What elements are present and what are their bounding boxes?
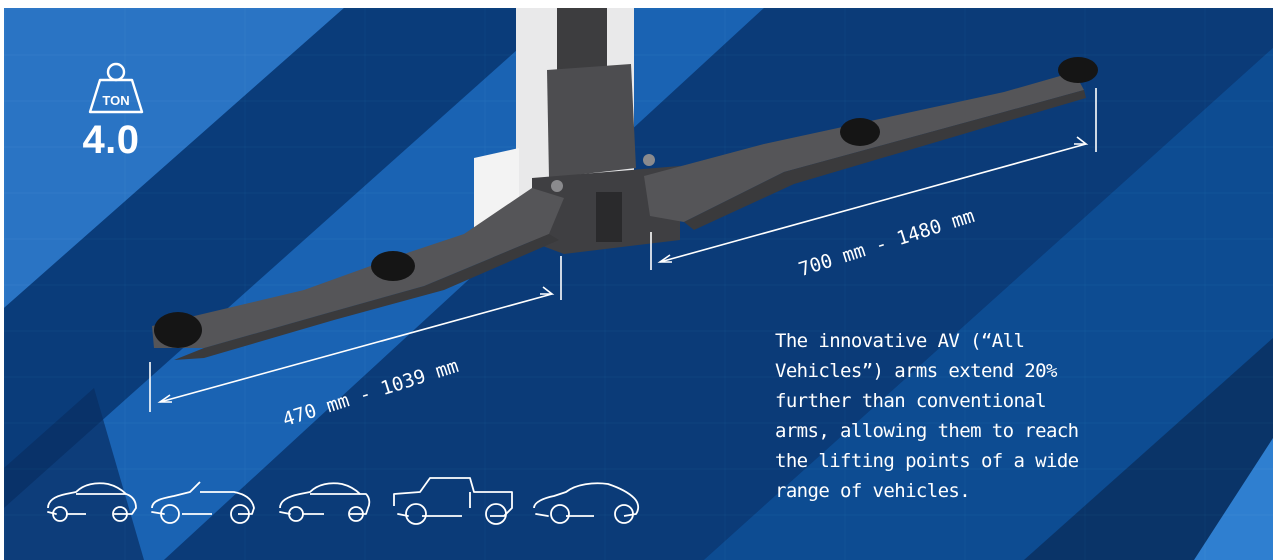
capacity-value: 4.0	[82, 118, 140, 162]
weight-icon: TON	[88, 62, 144, 114]
lift-illustration	[47, 8, 1098, 525]
feature-description: The innovative AV (“All Vehicles”) arms …	[775, 330, 1079, 502]
rear-arm	[644, 72, 1084, 222]
capacity-badge: TON 4.0	[76, 60, 156, 160]
lift-pad	[154, 312, 202, 348]
lift-pad	[371, 251, 415, 281]
lift-arms-banner: TON 4.0 470 mm - 1039 mm 700 mm - 1480 m…	[4, 8, 1273, 560]
sports-car-icon	[533, 482, 640, 524]
lift-pad	[1058, 57, 1098, 83]
coupe-icon	[47, 482, 137, 522]
rear-arm-dimension-line	[659, 143, 1087, 263]
front-arm	[152, 188, 564, 348]
convertible-icon	[151, 481, 255, 524]
pickup-truck-icon	[393, 477, 513, 525]
capacity-unit: TON	[102, 93, 129, 108]
sedan-icon	[279, 482, 371, 522]
lift-pad	[840, 118, 880, 146]
front-arm-dimension-line	[159, 293, 553, 403]
